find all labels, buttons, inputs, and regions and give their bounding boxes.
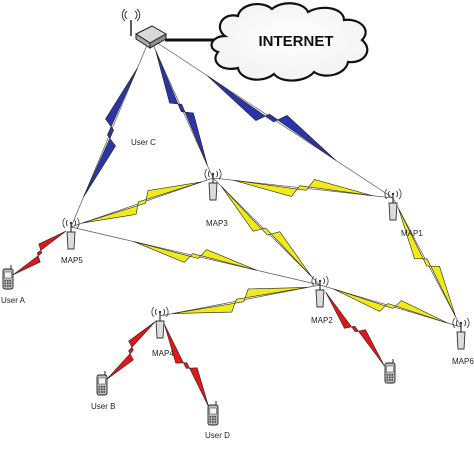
access-link-user-d-map4 xyxy=(163,323,210,408)
map3-antenna-icon xyxy=(204,168,222,201)
mesh-access-points xyxy=(62,168,470,350)
user-a-label: User A xyxy=(1,296,26,305)
user-devices xyxy=(2,265,396,426)
user-d-label: User D xyxy=(205,431,230,440)
backhaul-link-gateway-map5 xyxy=(83,67,138,198)
map4-antenna-icon xyxy=(151,306,169,339)
access-link-user-map2 xyxy=(325,291,385,367)
map2-user-phone-icon xyxy=(384,359,396,384)
map5-antenna-icon xyxy=(62,217,80,250)
wireless-router-icon xyxy=(121,8,168,49)
mesh-link-map2-map6 xyxy=(333,288,448,324)
wireless-links xyxy=(12,50,456,408)
mesh-link-map5-map2 xyxy=(134,241,257,271)
user-a-phone-icon xyxy=(2,265,14,290)
mesh-link-map3-map1 xyxy=(233,179,373,197)
map6-antenna-icon xyxy=(452,317,470,350)
backhaul-link-gateway-map3 xyxy=(155,50,208,166)
user-c-label: User C xyxy=(131,138,156,147)
internet-cloud-icon: INTERNET xyxy=(210,2,369,82)
backhaul-link-gateway-map1 xyxy=(206,75,337,161)
user-b-label: User B xyxy=(91,402,115,411)
map5-label: MAP5 xyxy=(61,256,83,265)
access-link-user-b-map4 xyxy=(106,321,156,380)
map6-label: MAP6 xyxy=(452,357,474,366)
user-b-phone-icon xyxy=(96,371,108,396)
internet-label: INTERNET xyxy=(259,33,334,50)
access-link-user-a-map5 xyxy=(12,230,67,276)
map1-label: MAP1 xyxy=(401,229,423,238)
mesh-link-map3-map2 xyxy=(221,186,312,277)
map2-antenna-icon xyxy=(311,275,329,308)
map2-label: MAP2 xyxy=(311,316,333,325)
map4-label: MAP4 xyxy=(152,349,174,358)
map1-antenna-icon xyxy=(384,188,402,221)
mesh-link-map4-map2 xyxy=(172,287,308,314)
mesh-link-map5-map3 xyxy=(82,181,202,224)
map3-label: MAP3 xyxy=(206,219,228,228)
mesh-link-map1-map6 xyxy=(398,208,456,317)
user-d-phone-icon xyxy=(207,401,219,426)
